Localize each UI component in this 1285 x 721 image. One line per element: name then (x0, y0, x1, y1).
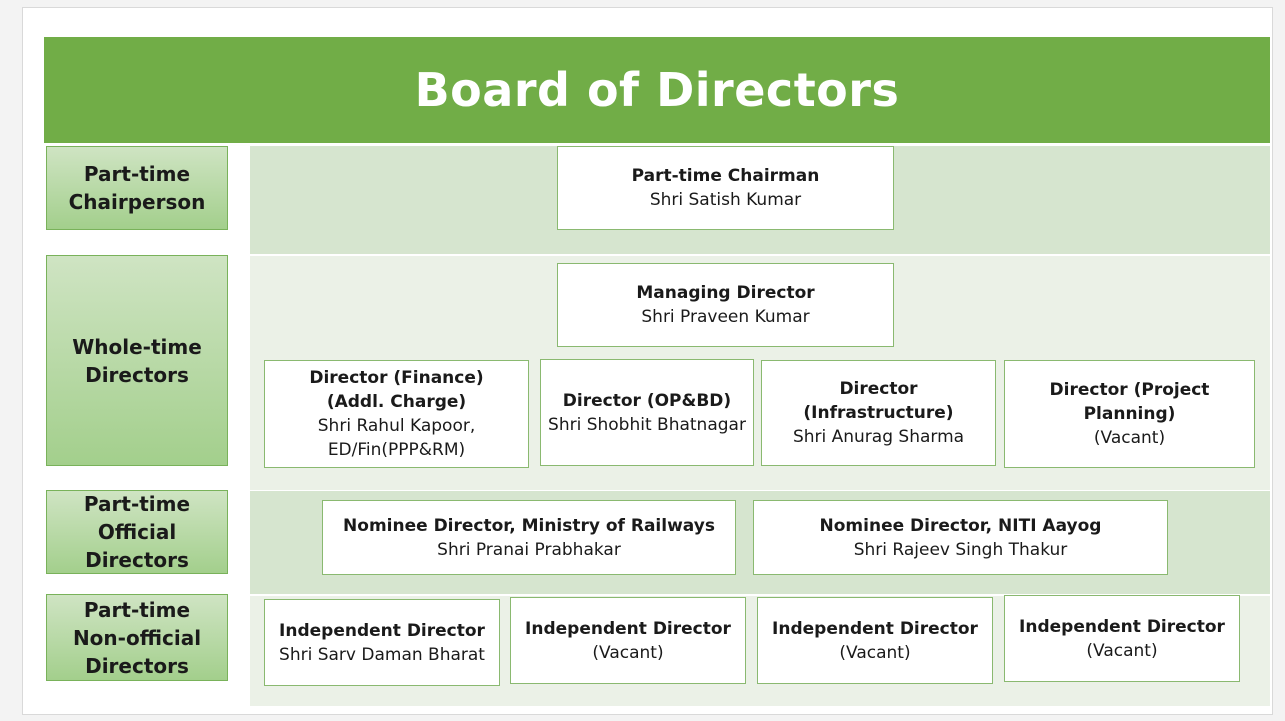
role-label: Independent Director (525, 618, 731, 639)
box-independent-director-3: Independent Director (Vacant) (757, 597, 993, 684)
box-director-project-planning: Director (Project Planning) (Vacant) (1004, 360, 1255, 468)
title-bar: Board of Directors (44, 37, 1270, 143)
box-independent-director-4: Independent Director (Vacant) (1004, 595, 1240, 682)
role-label: Nominee Director, Ministry of Railways (343, 515, 715, 536)
role-label: Director (Infrastructure) (803, 379, 954, 423)
category-part-time-official-directors: Part-time Official Directors (46, 490, 228, 574)
category-part-time-non-official-directors: Part-time Non-official Directors (46, 594, 228, 681)
person-name: Shri Shobhit Bhatnagar (548, 414, 746, 435)
box-part-time-chairman: Part-time Chairman Shri Satish Kumar (557, 146, 894, 230)
role-label: Director (Project Planning) (1049, 380, 1210, 424)
box-director-opbd: Director (OP&BD) Shri Shobhit Bhatnagar (540, 359, 754, 466)
role-label: Managing Director (636, 283, 815, 303)
person-name: Shri Praveen Kumar (641, 307, 810, 327)
person-name: (Vacant) (1086, 640, 1158, 661)
person-name: Shri Anurag Sharma (792, 427, 965, 447)
box-independent-director-2: Independent Director (Vacant) (510, 597, 746, 684)
box-director-finance: Director (Finance) (Addl. Charge) Shri R… (264, 360, 529, 468)
person-name: Shri Sarv Daman Bharat (279, 644, 485, 665)
role-label: Independent Director (279, 620, 485, 641)
person-name: Shri Pranai Prabhakar (437, 539, 621, 560)
box-nominee-director-railways: Nominee Director, Ministry of Railways S… (322, 500, 736, 575)
person-name: (Vacant) (592, 642, 664, 663)
person-name: (Vacant) (839, 642, 911, 663)
box-managing-director: Managing Director Shri Praveen Kumar (557, 263, 894, 347)
role-label: Part-time Chairman (631, 166, 820, 186)
box-nominee-director-niti-aayog: Nominee Director, NITI Aayog Shri Rajeev… (753, 500, 1168, 575)
person-name: (Vacant) (1093, 428, 1166, 448)
role-label: Independent Director (1019, 616, 1225, 637)
person-name: Shri Rajeev Singh Thakur (853, 539, 1068, 560)
category-whole-time-directors: Whole-time Directors (46, 255, 228, 466)
role-label: Director (Finance) (Addl. Charge) (309, 368, 484, 412)
page-title: Board of Directors (414, 63, 900, 117)
role-label: Director (OP&BD) (562, 390, 732, 411)
box-director-infrastructure: Director (Infrastructure) Shri Anurag Sh… (761, 360, 996, 466)
box-independent-director-1: Independent Director Shri Sarv Daman Bha… (264, 599, 500, 686)
role-label: Nominee Director, NITI Aayog (819, 515, 1102, 536)
role-label: Independent Director (772, 618, 978, 639)
category-part-time-chairperson: Part-time Chairperson (46, 146, 228, 230)
person-name: Shri Rahul Kapoor, ED/Fin(PPP&RM) (317, 416, 476, 460)
person-name: Shri Satish Kumar (649, 190, 802, 210)
